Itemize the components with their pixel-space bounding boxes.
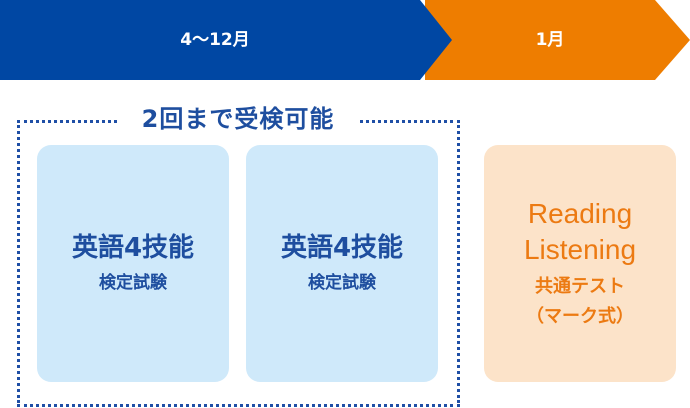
exam-card-subtitle: 検定試験 [99,272,167,293]
common-test-card: Reading Listening 共通テスト （マーク式） [484,145,676,382]
listening-label: Listening [523,233,637,265]
exam-card-subtitle: 検定試験 [308,272,376,293]
period-main-label: 4〜12月 [180,30,250,50]
period-final-label: 1月 [535,30,565,50]
timeline-arrows [0,0,690,80]
exam-card-title: 英語4技能 [280,232,404,263]
exam-card-2: 英語4技能 検定試験 [246,145,438,382]
reading-label: Reading [527,197,633,229]
common-test-label: 共通テスト [535,275,625,297]
exam-card-title: 英語4技能 [71,232,195,263]
mark-format-label: （マーク式） [526,305,634,327]
exam-card-1: 英語4技能 検定試験 [37,145,229,382]
timeline-arrow-main [0,0,452,80]
timeline-arrow-final [425,0,690,80]
retake-group-title: 2回まで受検可能 [119,100,357,138]
